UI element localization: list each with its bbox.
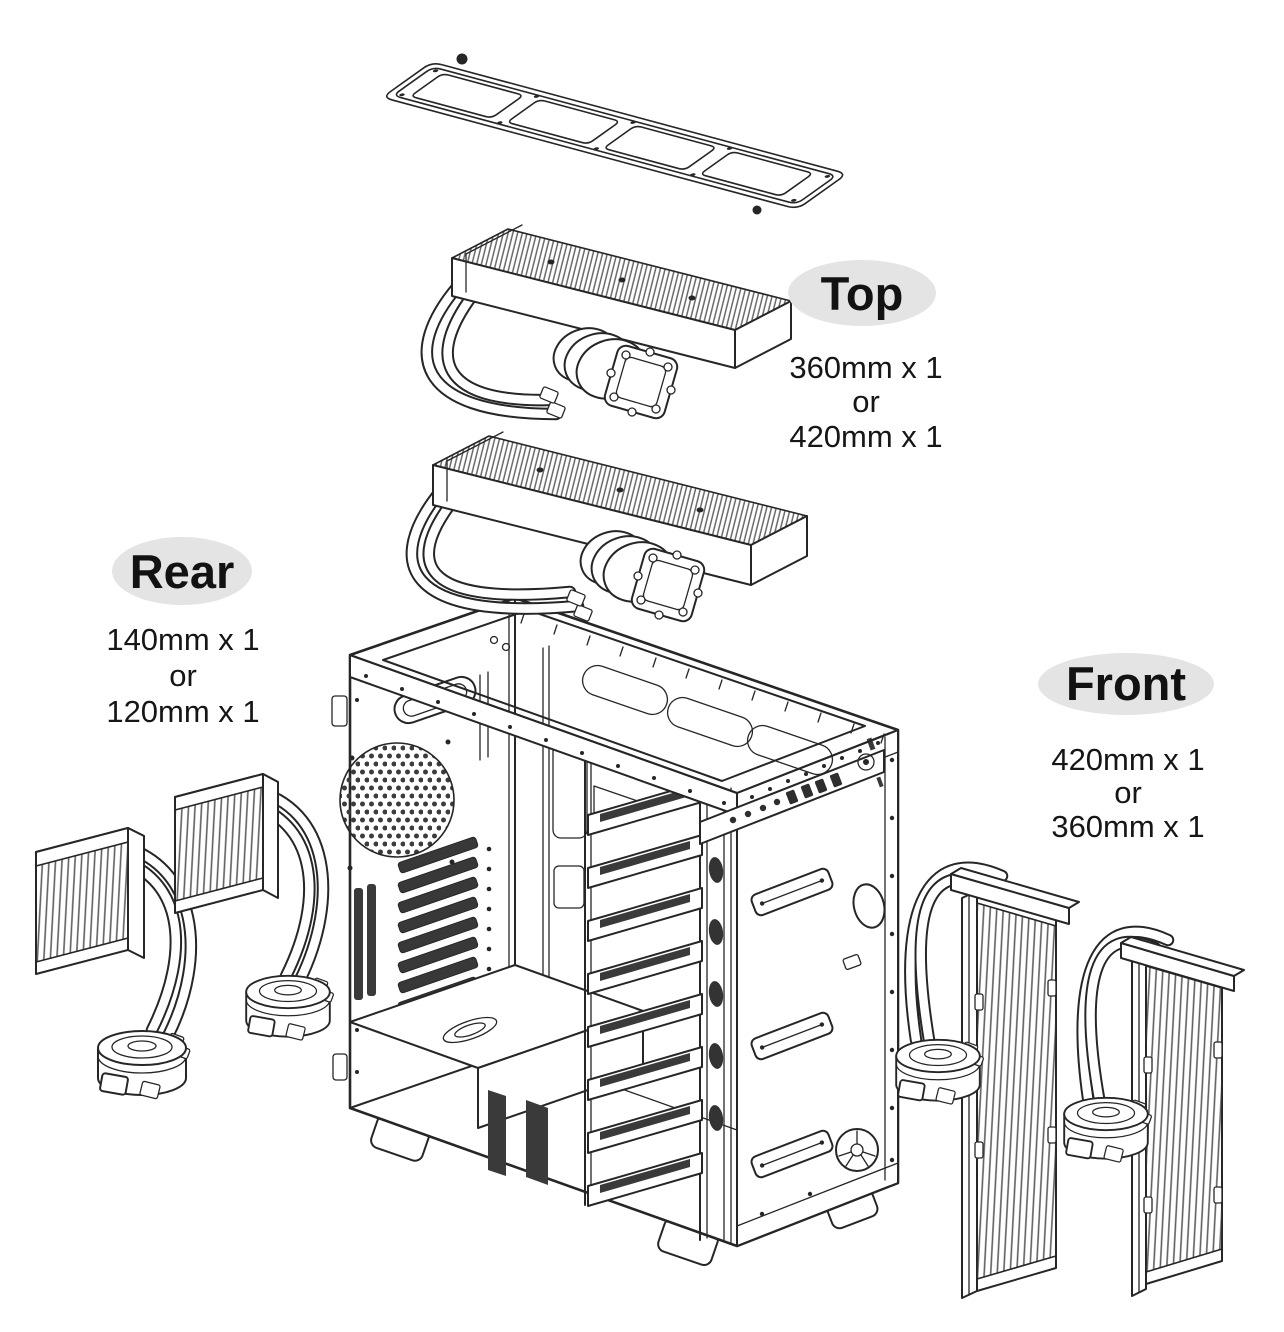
top-spec-line3: 420mm x 1	[789, 419, 942, 454]
rear-spec-line1: 140mm x 1	[106, 622, 259, 657]
front-spec-line2: or	[1114, 775, 1142, 810]
rear-label-text: Rear	[130, 545, 235, 598]
cable-grommets	[708, 857, 724, 1131]
radiator-120	[174, 773, 279, 914]
front-spec-line1: 420mm x 1	[1051, 742, 1204, 777]
bracket-thumbscrew	[456, 53, 468, 65]
pump-front-360	[1063, 1096, 1153, 1164]
rear-spec-line3: 120mm x 1	[106, 694, 259, 729]
top-mount-bracket	[382, 53, 847, 215]
front-spec-line3: 360mm x 1	[1051, 809, 1204, 844]
front-radiator-360	[1120, 936, 1245, 1297]
top-spec-line2: or	[852, 384, 880, 419]
rear-label-badge	[112, 537, 252, 605]
pci-slot-covers	[397, 836, 479, 1034]
front-aio-420	[895, 861, 1080, 1299]
rear-fan-grille	[339, 742, 455, 858]
front-mount-label-group: Front 420mm x 1 or 360mm x 1	[1038, 653, 1214, 844]
case-front-panel	[699, 729, 899, 1247]
pump-120	[245, 974, 335, 1042]
top-spec-line1: 360mm x 1	[789, 350, 942, 385]
front-fan-hub	[835, 1128, 879, 1172]
top-mount-label-group: Top 360mm x 1 or 420mm x 1	[788, 260, 943, 454]
bracket-thumbscrew-2	[752, 205, 762, 215]
front-aio-360	[1063, 925, 1245, 1297]
rear-spec-line2: or	[169, 658, 197, 693]
top-aio-420	[405, 431, 808, 625]
case-roof-frame	[349, 597, 899, 799]
rear-aio-140	[35, 827, 198, 1100]
rear-aio-120	[174, 773, 335, 1042]
pump-140	[97, 1030, 192, 1100]
top-label-badge	[788, 260, 936, 326]
case-chassis	[331, 596, 900, 1248]
drive-tray-cage	[584, 757, 708, 1241]
top-aio-360	[420, 224, 792, 422]
pump-front-420	[895, 1038, 985, 1106]
radiator-140	[35, 827, 145, 975]
top-label-text: Top	[821, 267, 904, 320]
power-button	[857, 753, 875, 771]
rear-mount-label-group: Rear 140mm x 1 or 120mm x 1	[106, 537, 260, 729]
front-label-badge	[1038, 653, 1214, 715]
front-label-text: Front	[1066, 657, 1186, 710]
front-drive-rails	[750, 867, 834, 1179]
front-io-panel	[699, 749, 885, 845]
case-interior	[349, 645, 738, 1243]
